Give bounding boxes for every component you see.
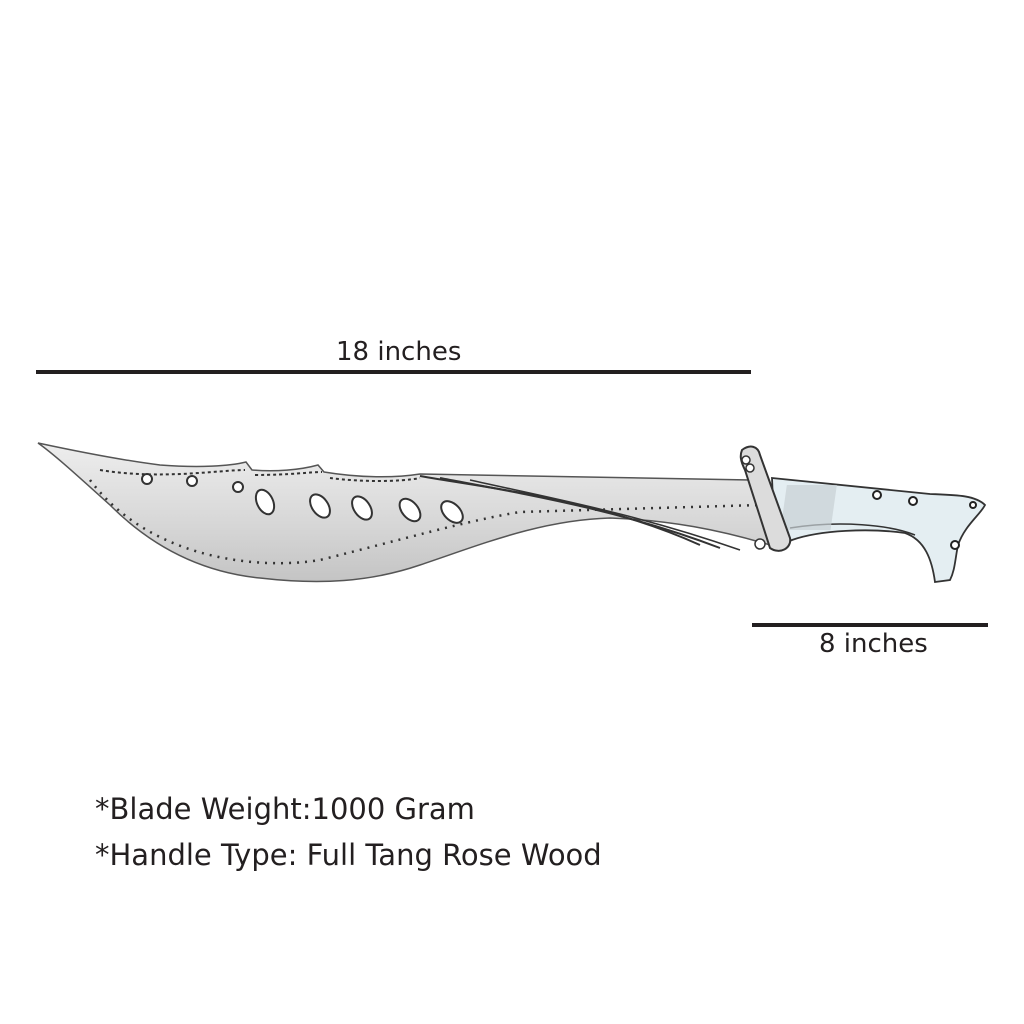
overall-length-label: 18 inches <box>336 337 462 367</box>
spec-blade-weight: *Blade Weight:1000 Gram <box>95 792 475 826</box>
handle-length-label: 8 inches <box>819 629 928 659</box>
guard <box>739 445 792 552</box>
handle-length-line <box>752 623 988 627</box>
overall-length-line <box>36 370 751 374</box>
spec-handle-type: *Handle Type: Full Tang Rose Wood <box>95 838 602 872</box>
blade-holes <box>141 473 464 524</box>
